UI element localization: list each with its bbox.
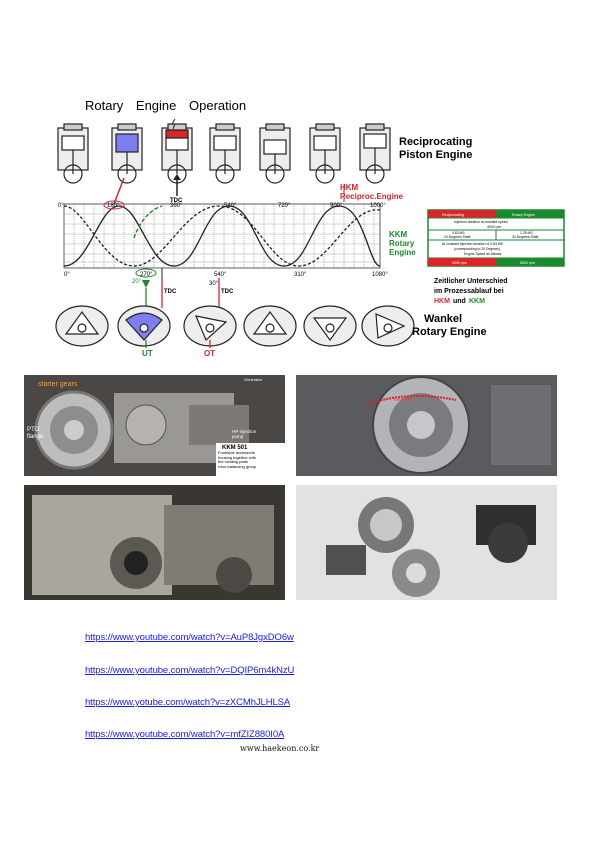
table-c2: 1.25 MS <box>520 231 533 235</box>
page-title: Rotary Engine Operation <box>85 98 247 113</box>
bottom-tick-3: 540° <box>214 272 227 278</box>
top-tick-1: 180° <box>107 203 120 209</box>
photo-engine-housing <box>24 485 285 600</box>
youtube-link-1[interactable]: https://www.youtube.com/watch?v=AuP8JgxD… <box>85 632 294 643</box>
hkm-label-2: Reciproc.Engine <box>340 192 404 201</box>
bottom-tick-2: 270° <box>140 272 153 278</box>
top-tick-3: 540° <box>224 203 237 209</box>
youtube-link-4[interactable]: https://www.youtube.com/watch?v=mfZIZ880… <box>85 729 285 740</box>
top-tick-0: 0° <box>58 203 64 209</box>
photo-gearset: Gearset <box>296 375 557 476</box>
top-tick-5: 900° <box>330 203 343 209</box>
spark-icon <box>171 118 176 130</box>
starter-gears-label: starter gears <box>38 381 78 388</box>
reciprocating-label-1: Reciprocating <box>399 136 472 148</box>
top-tick-4: 720° <box>278 203 291 209</box>
gearset-label: Gearset <box>394 397 412 403</box>
reciprocating-label-2: Piston Engine <box>399 149 472 161</box>
table-h1: Reciprocating <box>442 213 464 217</box>
table-c2b: 30 Degrees Shaft <box>512 235 538 239</box>
timing-chart <box>63 203 381 278</box>
table-f1: 4000 rpm <box>452 261 467 265</box>
table-r1: Injection duration at constant speed <box>454 220 508 224</box>
kkm-label-2: Rotary <box>389 239 415 248</box>
zeit-line-2: im Prozessablauf bei <box>434 288 504 295</box>
wankel-label-2: Rotary Engine <box>412 326 487 338</box>
hkm-label-1: HKM <box>340 183 359 192</box>
deg30-label: 30° <box>209 281 219 287</box>
table-h2: Rotary Engine <box>512 213 535 217</box>
top-tick-6: 1000° <box>370 203 386 209</box>
bottom-tick-5: 1080° <box>372 272 388 278</box>
tdc-bottom-2: TDC <box>221 289 234 295</box>
ot-label: OT <box>204 349 215 358</box>
table-r3b: (corresponding to 20 Degrees) <box>454 247 500 251</box>
kkm501-title: KKM 501 <box>222 445 248 451</box>
wankel-label-1: Wankel <box>424 313 462 325</box>
bottom-tick-4: 310° <box>294 272 307 278</box>
table-c1: 0.83 MS <box>452 231 465 235</box>
comparison-table: Reciprocating Rotary Engine Injection du… <box>427 209 565 267</box>
deg20-label: 20° <box>132 279 142 285</box>
engine-operation-diagram: Reciprocating Piston Engine TDC HKM Reci… <box>55 118 565 358</box>
bottom-tick-1: 0° <box>64 272 70 278</box>
zeit-kkm: KKM <box>469 298 485 305</box>
zeit-line-1: Zeitlicher Unterschied <box>434 278 508 285</box>
youtube-link-3[interactable]: https://www.yotube.com/watch?v=zXCMhJLHL… <box>85 697 291 708</box>
generator-label: Generator <box>244 377 263 382</box>
tdc-top-label: TDC <box>170 198 183 204</box>
tdc-bottom-1: TDC <box>164 289 177 295</box>
piston-engine-row <box>57 123 391 184</box>
zeit-hkm: HKM <box>434 298 450 305</box>
zeit-und: und <box>453 298 466 305</box>
site-url: www.haekeon.co.kr <box>240 744 320 753</box>
wankel-rotor-row <box>55 305 415 347</box>
photo-engine-parts <box>296 485 557 600</box>
table-f2: 6000 rpm <box>520 261 535 265</box>
ut-label: UT <box>142 349 153 358</box>
youtube-link-2[interactable]: https://www.youtube.com/watch?v=DQIP6m4k… <box>85 665 295 676</box>
table-c1b: 20 Degrees Shaft <box>444 235 470 239</box>
kkm-label-3: Engine <box>389 248 416 257</box>
table-r3: At constant injection duration of 0.83 M… <box>442 242 504 246</box>
top-tick-2: 360° <box>170 203 183 209</box>
table-r1b: 4000 rpm <box>487 225 501 229</box>
table-r3c: Engine Speed as follows: <box>464 252 502 256</box>
kkm-label-1: KKM <box>389 230 408 239</box>
